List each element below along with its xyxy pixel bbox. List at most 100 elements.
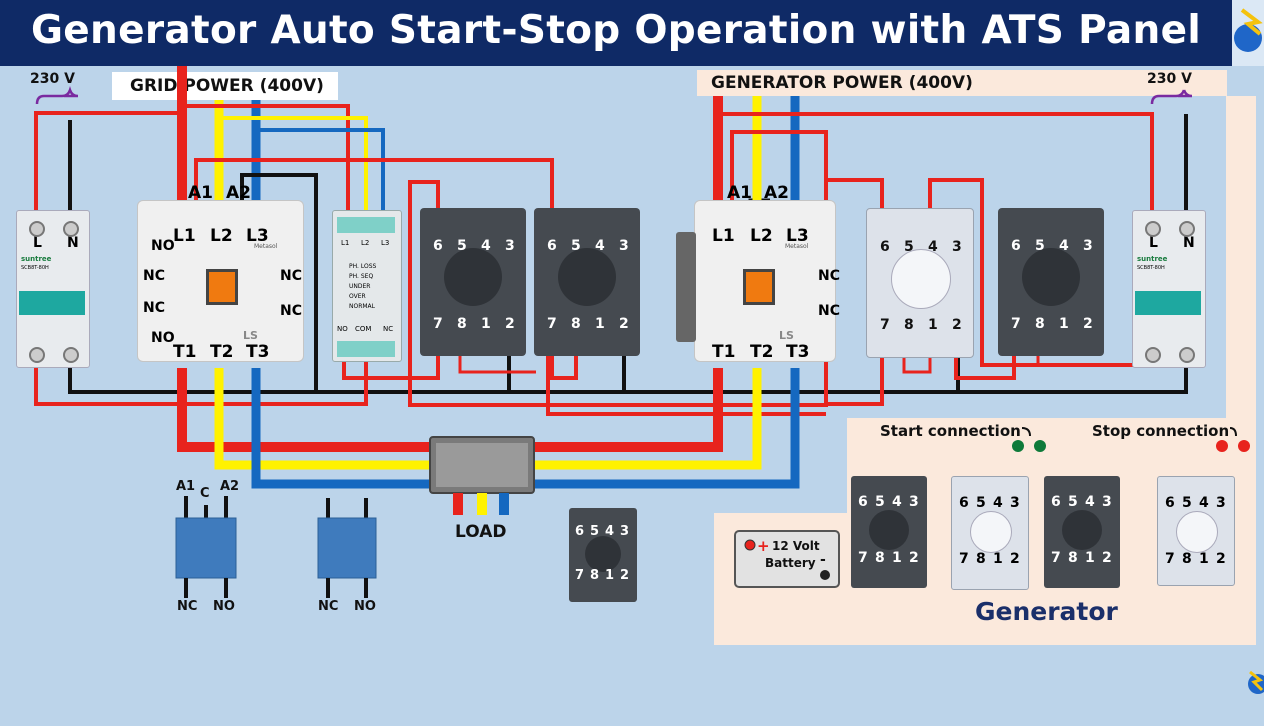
grid-aux-nc-1: NC: [143, 268, 165, 284]
switch-1: [175, 496, 237, 598]
contactor-gen-aux-block: [676, 232, 696, 342]
rs3-6: 6: [880, 239, 890, 255]
switch1-a1: A1: [176, 479, 196, 494]
gen-l1: L1: [712, 226, 735, 246]
rs3-1: 1: [928, 317, 938, 333]
battery-label-1: 12 Volt: [772, 539, 820, 553]
rs4-1: 1: [1059, 316, 1069, 332]
gen-panel-right-edge: [1226, 96, 1256, 426]
g4-5: 5: [1182, 495, 1192, 511]
battery-label-2: Battery: [765, 556, 816, 570]
v230-right-label: 230 V: [1147, 71, 1192, 87]
rs4-7: 7: [1011, 316, 1021, 332]
rs3-2: 2: [952, 317, 962, 333]
switch1-a2: A2: [220, 479, 240, 494]
breaker-left-toggle[interactable]: [19, 291, 85, 315]
gen-relay-2[interactable]: 6 5 4 3 7 8 1 2: [951, 476, 1029, 590]
g1-2: 2: [909, 550, 919, 566]
gen-relay-3[interactable]: 6 5 4 3 7 8 1 2: [1044, 476, 1120, 588]
switch1-c: C: [200, 486, 210, 501]
gen-t2: T2: [750, 342, 774, 362]
rs5-8: 8: [590, 568, 600, 583]
contactor-grid-indicator: [206, 269, 238, 305]
rs5-3: 3: [620, 524, 630, 539]
grid-t2: T2: [210, 342, 234, 362]
rs4-6: 6: [1011, 238, 1021, 254]
gen-t1: T1: [712, 342, 736, 362]
gen-aux-nc-r2: NC: [818, 303, 840, 319]
g3-5: 5: [1068, 494, 1078, 510]
contactor-gen-indicator: [743, 269, 775, 305]
load-label: LOAD: [455, 522, 507, 542]
g1-8: 8: [875, 550, 885, 566]
relay-socket-2[interactable]: 6 5 4 3 7 8 1 2: [534, 208, 640, 356]
g1-1: 1: [892, 550, 902, 566]
g3-7: 7: [1051, 550, 1061, 566]
g4-7: 7: [1165, 551, 1175, 567]
g1-6: 6: [858, 494, 868, 510]
gen-t3: T3: [786, 342, 810, 362]
grid-l1: L1: [173, 226, 196, 246]
g1-3: 3: [909, 494, 919, 510]
grid-t3: T3: [246, 342, 270, 362]
g2-6: 6: [959, 495, 969, 511]
breaker-right-n: N: [1183, 235, 1195, 251]
g4-3: 3: [1216, 495, 1226, 511]
rs2-6: 6: [547, 238, 557, 254]
breaker-left[interactable]: L N suntree SCB8T-80H: [16, 210, 90, 368]
g2-1: 1: [993, 551, 1003, 567]
breaker-right-toggle[interactable]: [1135, 291, 1201, 315]
grid-l2: L2: [210, 226, 233, 246]
rs5-2: 2: [620, 568, 630, 583]
relay-socket-4[interactable]: 6 5 4 3 7 8 1 2: [998, 208, 1104, 356]
rs1-1: 1: [481, 316, 491, 332]
contactor-grid[interactable]: LS Metasol: [137, 200, 304, 362]
breaker-left-n: N: [67, 235, 79, 251]
rs5-7: 7: [575, 568, 585, 583]
gen-power-label: GENERATOR POWER (400V): [711, 73, 973, 93]
switch2-nc: NC: [318, 599, 339, 614]
g1-5: 5: [875, 494, 885, 510]
gen-l3: L3: [786, 226, 809, 246]
channel-logo-icon: [1232, 0, 1264, 66]
phase-relay[interactable]: L1 L2 L3 PH. LOSS PH. SEQ UNDER OVER NOR…: [332, 210, 402, 362]
phase-relay-ind-5: NORMAL: [349, 303, 376, 310]
contactor-gen[interactable]: LS Metasol: [694, 200, 836, 362]
grid-aux-nc-r2: NC: [280, 303, 302, 319]
breaker-left-model: SCB8T-80H: [21, 265, 49, 271]
battery-minus: -: [820, 552, 826, 568]
gen-relay-1[interactable]: 6 5 4 3 7 8 1 2: [851, 476, 927, 588]
battery-plus: +: [757, 537, 770, 555]
rs2-3: 3: [619, 238, 629, 254]
breaker-right-l: L: [1149, 235, 1158, 251]
relay-socket-1[interactable]: 6 5 4 3 7 8 1 2: [420, 208, 526, 356]
g3-8: 8: [1068, 550, 1078, 566]
breaker-right-brand: suntree: [1137, 255, 1168, 263]
gen-relay-4[interactable]: 6 5 4 3 7 8 1 2: [1157, 476, 1235, 586]
rs5-5: 5: [590, 524, 600, 539]
g2-2: 2: [1010, 551, 1020, 567]
start-connection-label: Start connection: [880, 422, 1021, 440]
breaker-right[interactable]: L N suntree SCB8T-80H: [1132, 210, 1206, 368]
relay-socket-3[interactable]: 6 5 4 3 7 8 1 2: [866, 208, 974, 358]
relay-socket-spare[interactable]: 6 5 4 3 7 8 1 2: [569, 508, 637, 602]
rs4-4: 4: [1059, 238, 1069, 254]
rs4-2: 2: [1083, 316, 1093, 332]
g2-7: 7: [959, 551, 969, 567]
g3-3: 3: [1102, 494, 1112, 510]
rs1-8: 8: [457, 316, 467, 332]
g1-7: 7: [858, 550, 868, 566]
rs1-4: 4: [481, 238, 491, 254]
g3-2: 2: [1102, 550, 1112, 566]
rs2-8: 8: [571, 316, 581, 332]
rs5-4: 4: [605, 524, 615, 539]
rs3-4: 4: [928, 239, 938, 255]
phase-relay-ind-3: UNDER: [349, 283, 371, 290]
corner-logo-icon: [1248, 670, 1264, 694]
phase-relay-no: NO: [337, 325, 348, 333]
breaker-left-brand: suntree: [21, 255, 52, 263]
switch-2: [317, 498, 377, 598]
rs2-4: 4: [595, 238, 605, 254]
gen-a2: A2: [764, 183, 789, 203]
